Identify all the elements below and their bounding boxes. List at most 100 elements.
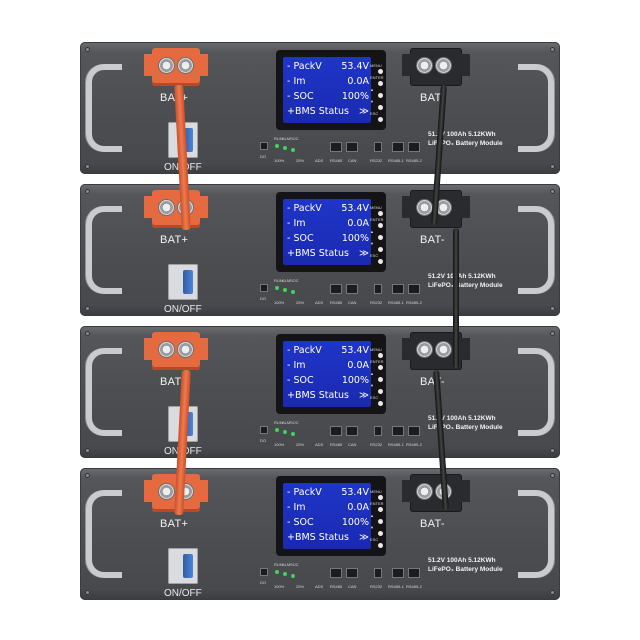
bolt-icon — [159, 58, 174, 73]
screw-icon — [550, 47, 555, 52]
can-port[interactable] — [346, 142, 358, 152]
down-button[interactable]: ▼ — [370, 241, 386, 254]
menu-button[interactable]: MENU — [370, 63, 386, 76]
rs485-label: RS485 — [330, 300, 343, 305]
bolt-icon — [417, 342, 432, 357]
breaker-switch[interactable] — [168, 548, 198, 584]
screw-icon — [550, 473, 555, 478]
soc-25-label: 25% — [296, 584, 305, 589]
rs485-1-port[interactable] — [392, 142, 404, 152]
left-handle[interactable] — [86, 64, 122, 152]
dip-switch[interactable] — [260, 568, 268, 576]
rs485-port[interactable] — [330, 142, 342, 152]
rs485-port[interactable] — [330, 284, 342, 294]
rs485-1-port[interactable] — [392, 284, 404, 294]
breaker-switch[interactable] — [168, 264, 198, 300]
enter-button[interactable]: ENTER — [370, 501, 386, 514]
can-port[interactable] — [346, 568, 358, 578]
can-port[interactable] — [346, 284, 358, 294]
can-label: CAN — [348, 584, 357, 589]
rs232-label: RS232 — [370, 442, 383, 447]
negative-terminal[interactable] — [402, 474, 470, 512]
screw-icon — [85, 189, 90, 194]
positive-terminal[interactable] — [144, 332, 208, 370]
rs485-2-port[interactable] — [408, 568, 420, 578]
bolt-icon — [417, 58, 432, 73]
rs485-port[interactable] — [330, 426, 342, 436]
down-button[interactable]: ▼ — [370, 525, 386, 538]
screw-icon — [550, 590, 555, 595]
positive-terminal[interactable] — [144, 190, 208, 228]
up-button[interactable]: ▲ — [370, 87, 386, 100]
soc-led — [291, 148, 295, 152]
rs485-1-label: RS485-1 — [388, 584, 404, 589]
screw-icon — [85, 590, 90, 595]
run-led — [275, 570, 279, 574]
ads-label: ADS — [315, 158, 324, 163]
left-handle[interactable] — [86, 348, 122, 436]
menu-button[interactable]: MENU — [370, 205, 386, 218]
lcd-row-bms-status: +BMS Status≫ — [287, 106, 369, 117]
dip-switch[interactable] — [260, 142, 268, 150]
down-button[interactable]: ▼ — [370, 99, 386, 112]
rs485-label: RS485 — [330, 158, 343, 163]
rs485-label: RS485 — [330, 584, 343, 589]
lcd-row-bms-status: +BMS Status≫ — [287, 390, 369, 401]
right-handle[interactable] — [518, 64, 554, 152]
rs485-port[interactable] — [330, 568, 342, 578]
soc-100-label: 100% — [274, 584, 285, 589]
soc-led — [291, 574, 295, 578]
up-button[interactable]: ▲ — [370, 229, 386, 242]
esc-button[interactable]: ESC — [370, 253, 386, 266]
rs232-port[interactable] — [374, 568, 382, 578]
negative-terminal[interactable] — [402, 48, 470, 86]
menu-button[interactable]: MENU — [370, 347, 386, 360]
dip-switch[interactable] — [260, 284, 268, 292]
port-row: DO RUN ALM SOC 100% 25% ADS RS485 CAN RS… — [260, 136, 500, 170]
left-handle[interactable] — [86, 490, 122, 578]
rs232-port[interactable] — [374, 142, 382, 152]
right-handle[interactable] — [518, 490, 554, 578]
menu-button[interactable]: MENU — [370, 489, 386, 502]
enter-button[interactable]: ENTER — [370, 217, 386, 230]
can-port[interactable] — [346, 426, 358, 436]
rs485-2-port[interactable] — [408, 284, 420, 294]
dip-switch[interactable] — [260, 426, 268, 434]
screw-icon — [550, 189, 555, 194]
rs485-2-port[interactable] — [408, 426, 420, 436]
up-button[interactable]: ▲ — [370, 513, 386, 526]
rs485-1-port[interactable] — [392, 568, 404, 578]
right-handle[interactable] — [518, 348, 554, 436]
left-handle[interactable] — [86, 206, 122, 294]
can-label: CAN — [348, 158, 357, 163]
down-button[interactable]: ▼ — [370, 383, 386, 396]
negative-cable — [453, 228, 459, 368]
right-handle[interactable] — [518, 206, 554, 294]
enter-button[interactable]: ENTER — [370, 359, 386, 372]
soc-100-label: 100% — [274, 442, 285, 447]
rs232-port[interactable] — [374, 426, 382, 436]
esc-button[interactable]: ESC — [370, 395, 386, 408]
soc-25-label: 25% — [296, 300, 305, 305]
esc-button[interactable]: ESC — [370, 111, 386, 124]
rs232-port[interactable] — [374, 284, 382, 294]
enter-button[interactable]: ENTER — [370, 75, 386, 88]
rs485-1-port[interactable] — [392, 426, 404, 436]
rs485-1-label: RS485-1 — [388, 442, 404, 447]
run-indicator-label: RUN — [274, 562, 283, 567]
up-button[interactable]: ▲ — [370, 371, 386, 384]
bolt-icon — [178, 58, 193, 73]
esc-button[interactable]: ESC — [370, 537, 386, 550]
rs485-2-port[interactable] — [408, 142, 420, 152]
screw-icon — [85, 448, 90, 453]
soc-indicator-label: SOC — [290, 136, 299, 141]
positive-terminal[interactable] — [144, 48, 208, 86]
port-row: DO RUN ALM SOC 100% 25% ADS RS485 CAN RS… — [260, 562, 500, 596]
